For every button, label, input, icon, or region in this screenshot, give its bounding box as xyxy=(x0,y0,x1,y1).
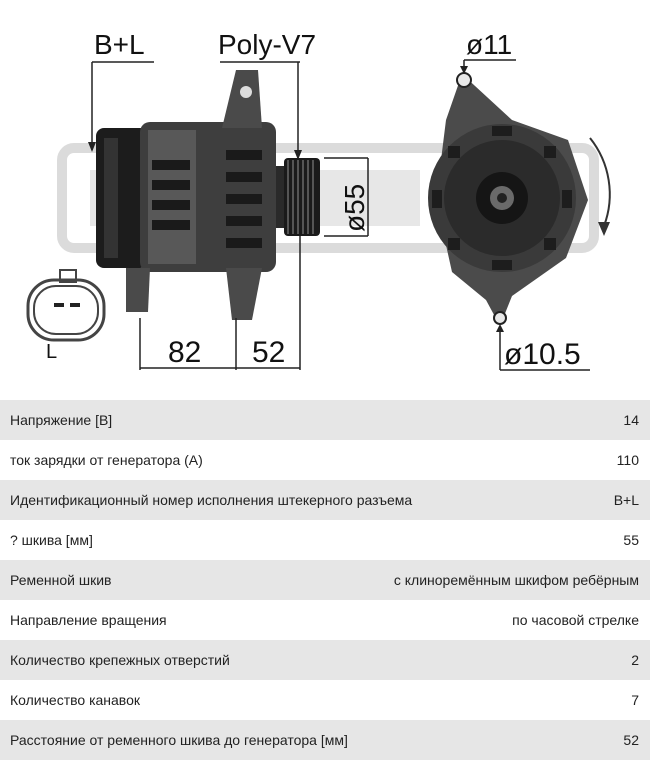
label-diameter-11: ø11 xyxy=(466,29,512,60)
spec-label: Идентификационный номер исполнения штеке… xyxy=(10,492,413,508)
dimension-arrows xyxy=(88,66,504,332)
label-b-plus-l: B+L xyxy=(94,29,145,60)
label-dimension-82: 82 xyxy=(168,336,201,369)
spec-row: Расстояние от ременного шкива до генерат… xyxy=(0,720,650,760)
label-dimension-52: 52 xyxy=(252,336,285,369)
spec-value: 110 xyxy=(616,452,639,468)
spec-row: ток зарядки от генератора (A) 110 xyxy=(0,440,650,480)
spec-row: Направление вращения по часовой стрелке xyxy=(0,600,650,640)
spec-value: 14 xyxy=(623,412,639,428)
label-diameter-10-5: ø10.5 xyxy=(504,338,581,371)
spec-label: Ременной шкив xyxy=(10,572,112,588)
alternator-drawing: B+L Poly-V7 ø11 ø55 82 52 ø10.5 L xyxy=(26,29,611,371)
label-diameter-55: ø55 xyxy=(339,184,370,232)
alternator-side-view xyxy=(96,70,320,320)
spec-value: 55 xyxy=(623,532,639,548)
alternator-diagram: B+L Poly-V7 ø11 ø55 82 52 ø10.5 L xyxy=(26,29,611,371)
spec-label: Направление вращения xyxy=(10,612,167,628)
spec-label: Количество крепежных отверстий xyxy=(10,652,230,668)
dimension-lines xyxy=(91,59,590,371)
spec-row: Количество крепежных отверстий 2 xyxy=(0,640,650,680)
spec-row: Идентификационный номер исполнения штеке… xyxy=(0,480,650,520)
spec-value: по часовой стрелке xyxy=(512,612,639,628)
spec-label: ток зарядки от генератора (A) xyxy=(10,452,203,468)
alternator-front-view xyxy=(428,72,611,326)
label-connector-l: L xyxy=(46,341,57,363)
label-poly-v7: Poly-V7 xyxy=(218,29,316,60)
spec-label: ? шкива [мм] xyxy=(10,532,93,548)
spec-value: B+L xyxy=(613,492,639,508)
spec-value: 2 xyxy=(631,652,639,668)
spec-table: Напряжение [В] 14 ток зарядки от генератор… xyxy=(0,400,650,760)
spec-row: Напряжение [В] 14 xyxy=(0,400,650,440)
spec-row: Количество канавок 7 xyxy=(0,680,650,720)
spec-row: Ременной шкив с клиноремённым шкифом ребё… xyxy=(0,560,650,600)
spec-row: ? шкива [мм] 55 xyxy=(0,520,650,560)
spec-value: 7 xyxy=(631,692,639,708)
connector-plug-icon xyxy=(26,269,106,342)
spec-value: с клиноремённым шкифом ребёрным xyxy=(393,572,639,588)
spec-value: 52 xyxy=(623,732,639,748)
spec-label: Количество канавок xyxy=(10,692,140,708)
spec-label: Напряжение [В] xyxy=(10,412,113,428)
spec-label: Расстояние от ременного шкива до генерат… xyxy=(10,732,348,748)
